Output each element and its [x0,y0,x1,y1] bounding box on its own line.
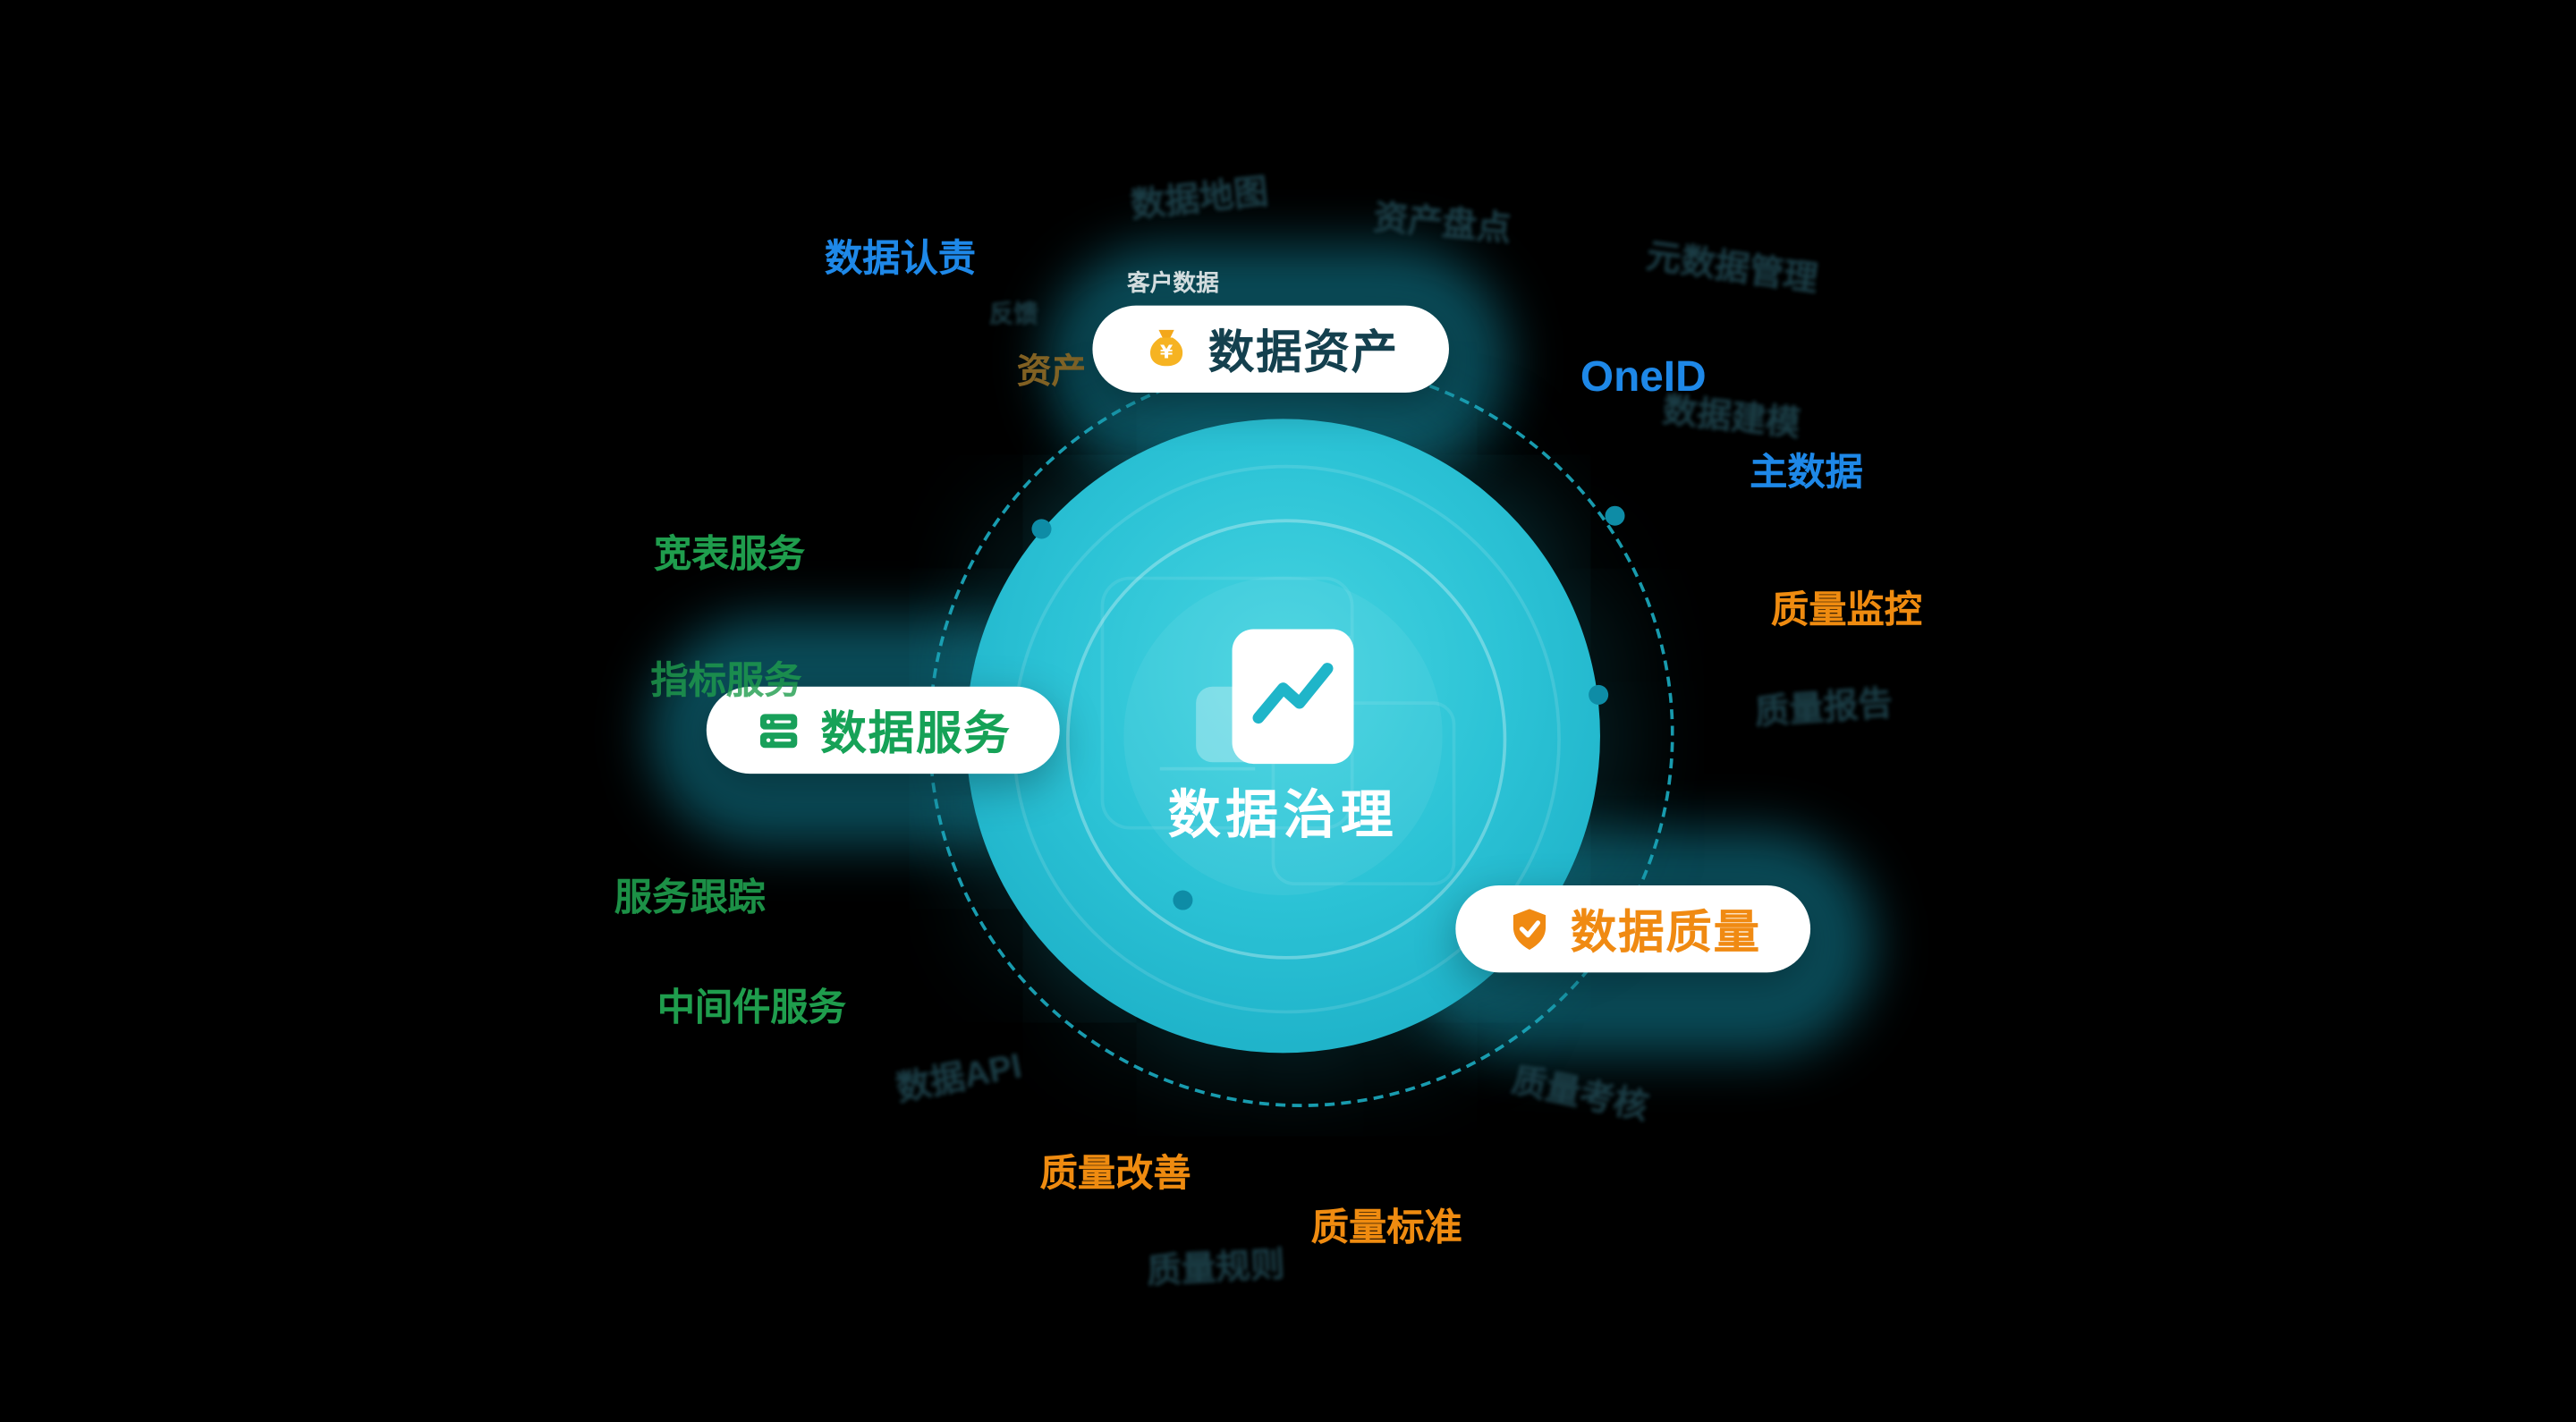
orbit-dot [1173,890,1193,910]
orbit-dot [1031,519,1052,539]
document-chart-icon [1229,626,1357,767]
faint-label: 元数据管理 [1644,237,1820,300]
label-data-responsibility: 数据认责 [825,236,977,280]
shield-check-icon [1504,904,1554,953]
faint-label: 反馈 [988,300,1038,329]
label-middleware-service: 中间件服务 [657,986,846,1028]
label-customer-data: 客户数据 [1126,269,1219,296]
faint-label: 数据地图 [1129,174,1271,226]
svg-text:¥: ¥ [1161,341,1174,362]
center-ring-inner [1066,519,1507,960]
circuit-decoration [1159,766,1256,771]
pill-data-services: 数据服务 [706,686,1060,774]
label-asset-partial: 资产 [1016,352,1087,392]
circuit-decoration [1271,701,1456,885]
pill-label-data-services: 数据服务 [820,707,1012,758]
center-title: 数据治理 [1167,784,1399,845]
label-quality-improvement: 质量改善 [1039,1151,1191,1195]
label-master-data: 主数据 [1750,450,1863,494]
label-indicator-service: 指标服务 [650,658,802,702]
label-service-tracking: 服务跟踪 [614,875,766,918]
pill-data-quality: 数据质量 [1455,885,1811,973]
pill-data-assets: ¥ 数据资产 [1092,305,1449,393]
database-icon [755,706,804,755]
faint-label: 质量规则 [1146,1246,1286,1292]
pill-label-data-assets: 数据资产 [1208,326,1399,377]
orbit-dot [1605,505,1625,526]
pill-label-data-quality: 数据质量 [1570,905,1761,957]
label-quality-monitoring: 质量监控 [1770,588,1922,631]
label-wide-table-service: 宽表服务 [654,532,805,575]
faint-label: 资产盘点 [1371,199,1513,250]
orbit-dot [1589,684,1609,705]
label-quality-standard: 质量标准 [1310,1206,1462,1248]
money-bag-icon: ¥ [1142,325,1191,374]
faint-label: 质量报告 [1753,685,1894,732]
label-oneid: OneID [1580,351,1707,402]
faint-label: 数据API [893,1047,1025,1109]
faint-label: 质量考核 [1508,1062,1652,1128]
